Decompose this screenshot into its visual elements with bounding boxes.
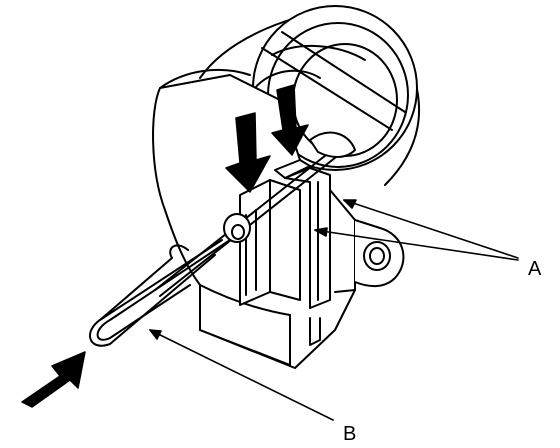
shaft <box>154 131 356 297</box>
insertion-arrow <box>21 351 86 408</box>
press-arrows <box>225 84 309 193</box>
callout-label-a: A <box>528 258 542 280</box>
callout-label-b: B <box>343 423 357 445</box>
press-arrow-left <box>225 112 271 193</box>
leader-line-a-lower <box>314 229 519 261</box>
press-arrow-right <box>271 84 309 156</box>
leader-line-a-upper <box>343 199 519 259</box>
paper-clip-tool <box>89 239 231 347</box>
drum-housing <box>199 5 420 186</box>
leader-lines <box>149 199 519 421</box>
mounting-tab <box>354 219 405 288</box>
leader-arrowhead-a-upper <box>343 199 357 209</box>
leader-arrowhead-a-lower <box>314 227 328 237</box>
terminal-blocks <box>239 159 331 309</box>
leader-line-b <box>149 329 334 421</box>
leader-arrowhead-b <box>149 329 162 340</box>
